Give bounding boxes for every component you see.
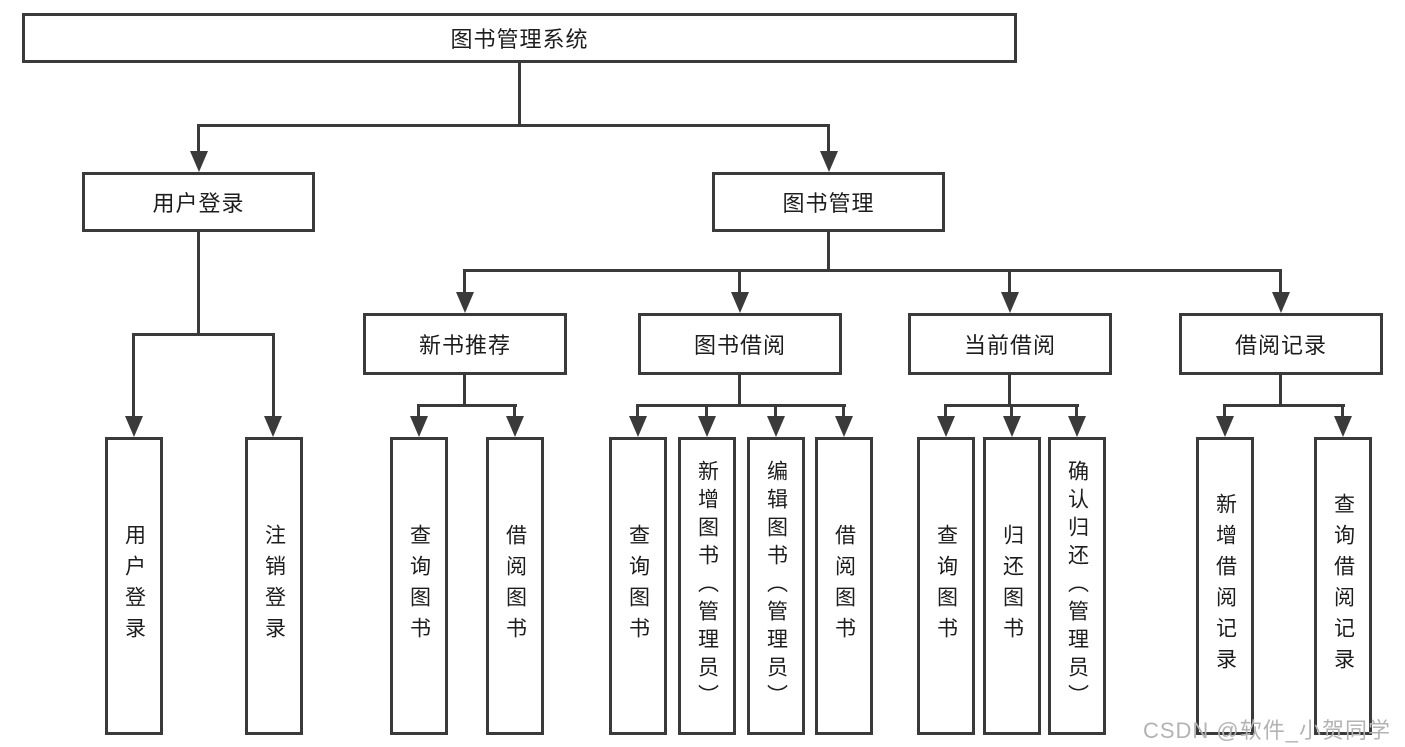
- connector-drop-leaf-logout: [272, 333, 275, 419]
- connector-bookmgmt-stem: [827, 232, 830, 272]
- connector-drop: [1223, 404, 1226, 418]
- leaf-user-login: 用户登录: [105, 437, 163, 735]
- leaf-records-add: 新增借阅记录: [1196, 437, 1254, 735]
- node-root-system: 图书管理系统: [22, 13, 1017, 63]
- arrow-down-icon: [456, 292, 474, 313]
- connector-bookmgmt-split: [463, 269, 1282, 272]
- arrow-down-icon: [1003, 416, 1021, 437]
- connector-userlogin-stem: [197, 232, 200, 336]
- connector-drop-leaf-login: [132, 333, 135, 419]
- leaf-current-query: 查询图书: [917, 437, 975, 735]
- connector-bookborrow-stem: [738, 375, 741, 407]
- connector-currentborrow-stem: [1008, 375, 1011, 407]
- connector-drop-current-borrow: [1008, 269, 1011, 295]
- arrow-down-icon: [698, 416, 716, 437]
- arrow-down-icon: [264, 416, 282, 437]
- connector-drop-book-borrow: [738, 269, 741, 295]
- connector-drop: [636, 404, 639, 418]
- arrow-down-icon: [506, 416, 524, 437]
- arrow-down-icon: [410, 416, 428, 437]
- arrow-down-icon: [125, 416, 143, 437]
- arrow-down-icon: [1272, 292, 1290, 313]
- leaf-newbooks-borrow: 借阅图书: [486, 437, 544, 735]
- connector-drop-borrow-records: [1279, 269, 1282, 295]
- arrow-down-icon: [820, 151, 838, 172]
- arrow-down-icon: [1334, 416, 1352, 437]
- connector-drop: [944, 404, 947, 418]
- arrow-down-icon: [629, 416, 647, 437]
- arrow-down-icon: [1068, 416, 1086, 437]
- leaf-records-query: 查询借阅记录: [1314, 437, 1372, 735]
- leaf-borrow-edit-admin: 编辑图书（管理员）: [747, 437, 805, 735]
- node-new-book-recommend: 新书推荐: [363, 313, 567, 375]
- connector-root-split: [197, 124, 830, 127]
- connector-drop-user-login: [197, 124, 200, 154]
- connector-drop: [513, 404, 516, 418]
- arrow-down-icon: [1216, 416, 1234, 437]
- connector-newbooks-stem: [463, 375, 466, 407]
- leaf-logout: 注销登录: [245, 437, 303, 735]
- connector-drop: [1010, 404, 1013, 418]
- node-current-borrow: 当前借阅: [908, 313, 1112, 375]
- node-borrow-records: 借阅记录: [1179, 313, 1383, 375]
- csdn-watermark: CSDN @软件_小贺同学: [1142, 718, 1391, 743]
- connector-drop: [1075, 404, 1078, 418]
- leaf-current-confirm-admin: 确认归还（管理员）: [1048, 437, 1106, 735]
- connector-bookborrow-split: [636, 404, 846, 407]
- leaf-borrow-add-admin: 新增图书（管理员）: [678, 437, 736, 735]
- arrow-down-icon: [767, 416, 785, 437]
- arrow-down-icon: [190, 151, 208, 172]
- arrow-down-icon: [1001, 292, 1019, 313]
- leaf-newbooks-query: 查询图书: [390, 437, 448, 735]
- connector-borrowrecords-split: [1223, 404, 1345, 407]
- connector-userlogin-split: [132, 333, 275, 336]
- connector-drop: [774, 404, 777, 418]
- connector-drop: [417, 404, 420, 418]
- connector-drop-book-mgmt: [827, 124, 830, 154]
- arrow-down-icon: [835, 416, 853, 437]
- node-user-login: 用户登录: [82, 172, 315, 232]
- connector-drop: [1341, 404, 1344, 418]
- connector-newbooks-split: [417, 404, 517, 407]
- connector-root-stem: [518, 63, 521, 125]
- connector-drop: [842, 404, 845, 418]
- connector-drop: [705, 404, 708, 418]
- arrow-down-icon: [731, 292, 749, 313]
- leaf-borrow-borrow: 借阅图书: [815, 437, 873, 735]
- node-book-borrow: 图书借阅: [638, 313, 842, 375]
- connector-drop-new-books: [463, 269, 466, 295]
- node-book-management: 图书管理: [712, 172, 945, 232]
- leaf-current-return: 归还图书: [983, 437, 1041, 735]
- leaf-borrow-query: 查询图书: [609, 437, 667, 735]
- arrow-down-icon: [937, 416, 955, 437]
- connector-borrowrecords-stem: [1279, 375, 1282, 407]
